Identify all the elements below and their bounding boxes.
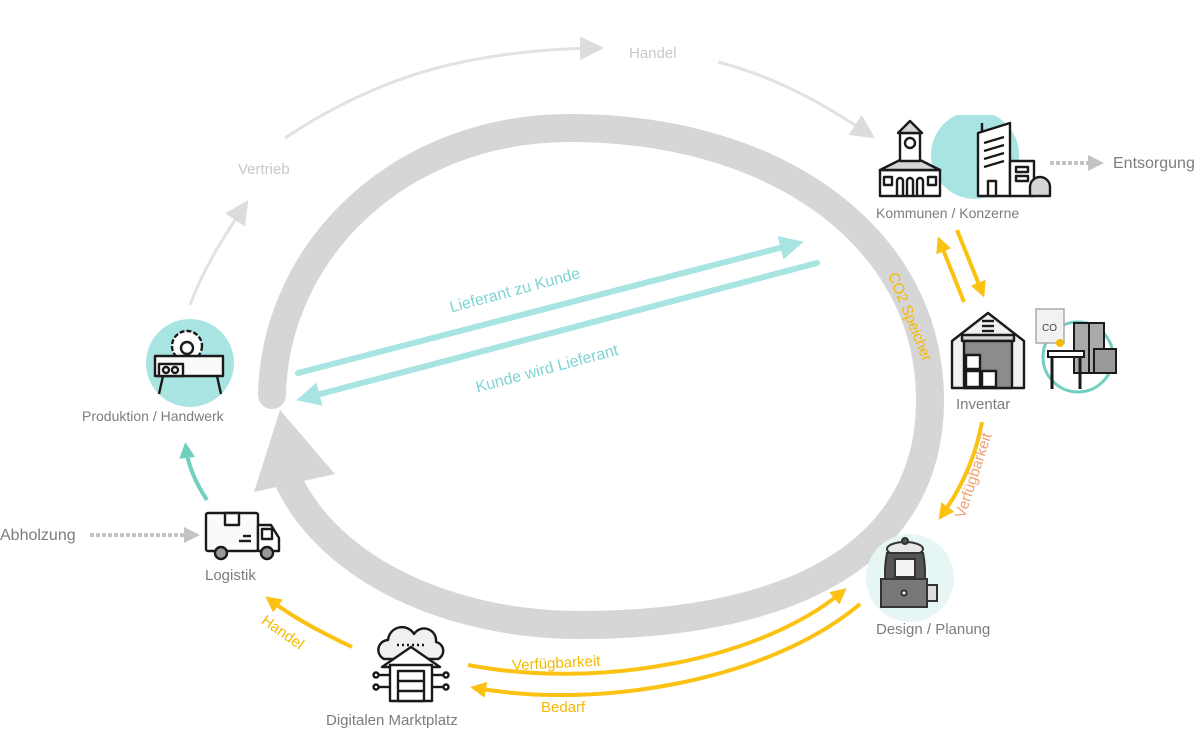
node-label-design: Design / Planung [876,621,991,638]
edge-label-vertrieb: Vertrieb [238,161,290,178]
furniture-certificate-icon: CO [1035,308,1117,394]
arrow-kunde-wird-lieferant [296,260,820,406]
truck-icon [204,511,281,561]
node-label-kommunen: Kommunen / Konzerne [876,205,1020,221]
arrow-design-marktplatz [470,602,862,698]
node-label-logistik: Logistik [205,567,256,584]
arrow-kommunen-inventar [955,229,986,298]
arrow-marktplatz-design [467,588,847,676]
edge-label-handel-top: Handel [629,45,677,62]
arrow-vertrieb-handel [284,36,604,140]
label-abholzung: Abholzung [0,527,76,544]
office-building-icon [976,121,1052,198]
inventar-icons: CO [950,308,1117,394]
arrow-produktion-vertrieb [188,200,249,306]
arrow-handel-kommunen [717,60,875,139]
edge-label-bedarf: Bedarf [541,699,586,716]
arrow-inventar-kommunen [936,236,966,303]
arrow-inventar-design [938,421,984,520]
table-saw-icon [146,319,234,407]
node-label-inventar: Inventar [956,396,1011,413]
arrow-logistik-produktion [179,442,209,502]
label-entsorgung: Entsorgung [1113,155,1195,172]
node-label-produktion: Produktion / Handwerk [82,408,224,424]
arrow-marktplatz-logistik [265,596,353,649]
certificate-text: CO [1042,323,1057,334]
cloud-warehouse-icon [372,625,450,703]
kommunen-icons [878,115,1052,199]
node-label-marktplatz: Digitalen Marktplatz [326,712,458,729]
main-cycle-arrowhead [254,410,335,492]
designer-laptop-icon [866,534,954,622]
main-cycle-ring [258,113,945,640]
town-hall-icon [878,119,942,198]
warehouse-icon [950,311,1026,390]
arrow-lieferant-zu-kunde [295,236,804,376]
